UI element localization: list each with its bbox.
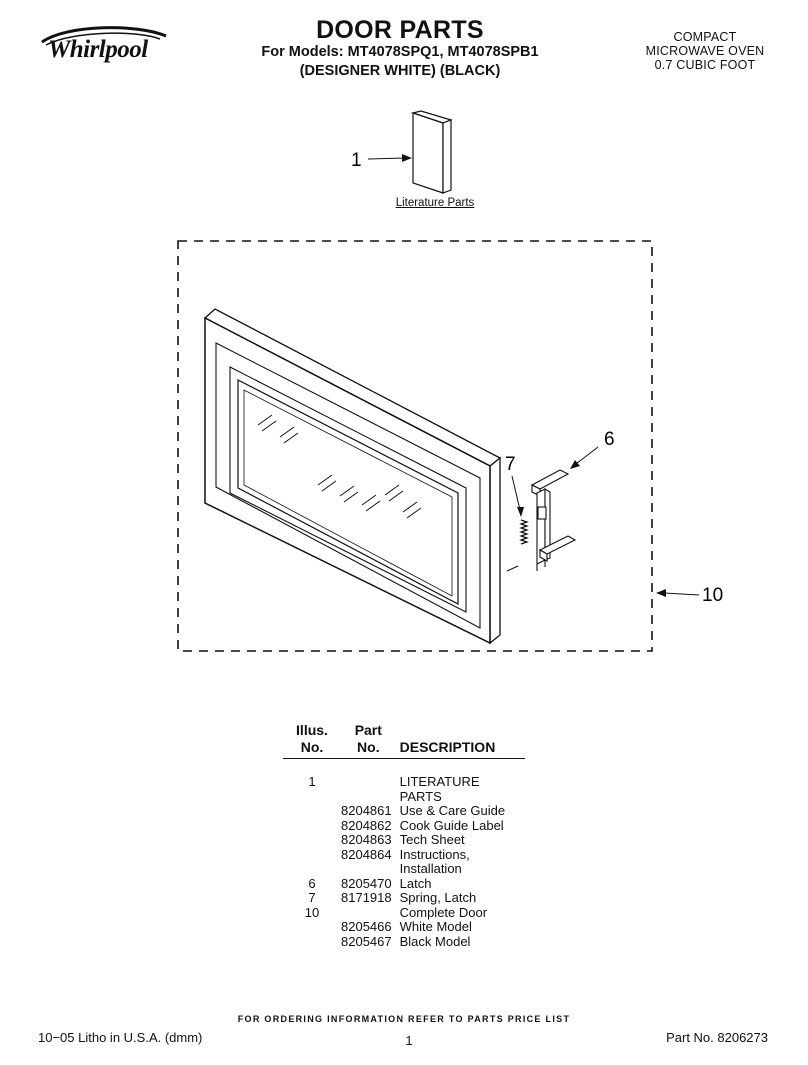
cell-part-no: 8205466 [341, 919, 392, 934]
cell-part-no: 8204862 [341, 817, 392, 833]
cell-illus-no [283, 804, 341, 819]
header-part-no: Part No. [341, 722, 396, 759]
cell-description: LITERATURE PARTS [399, 774, 480, 804]
cell-description: Complete Door [399, 904, 488, 920]
header-illus-line-2: No. [300, 739, 324, 755]
cell-part-no [341, 906, 396, 921]
product-line-1: COMPACT [673, 30, 737, 44]
header-description: DESCRIPTION [395, 722, 525, 759]
models-line-2: (DESIGNER WHITE) (BLACK) [299, 63, 501, 79]
leader-line-10 [656, 589, 700, 597]
cell-part-no: 8204861 [341, 803, 392, 818]
literature-parts-label: Literature Parts [395, 197, 475, 209]
assembly-boundary [177, 240, 653, 652]
cell-description: Instructions, [399, 846, 470, 862]
litho-info: 10−05 Litho in U.S.A. (dmm) [38, 1030, 203, 1045]
literature-booklet [410, 110, 453, 194]
cell-description: Latch [399, 875, 432, 891]
leader-line-1 [367, 154, 412, 162]
microwave-door [203, 308, 502, 645]
brand-name: Whirlpool [48, 36, 148, 63]
table-row: 6 8205470 Latch [283, 875, 525, 892]
product-line-2: MICROWAVE OVEN [645, 44, 765, 58]
cell-description: Tech Sheet [399, 832, 465, 847]
callout-6: 6 [604, 429, 615, 450]
page-title: DOOR PARTS [316, 16, 484, 44]
spring-dash [506, 565, 519, 572]
cell-part-no: 8204864 [341, 846, 392, 862]
cell-description: Spring, Latch [399, 890, 477, 905]
table-row: 8205467 Black Model [283, 933, 525, 950]
header-part-line-2: No. [357, 739, 380, 755]
door-latch [530, 469, 577, 571]
cell-part-no [341, 862, 396, 877]
cell-description: Black Model [399, 933, 471, 949]
table-row: 7 8171918 Spring, Latch [283, 890, 525, 906]
cell-part-no [341, 775, 396, 804]
leader-line-6 [570, 446, 599, 469]
cell-illus-no: 10 [304, 904, 320, 920]
cell-illus-no [283, 935, 341, 950]
cell-illus-no [283, 819, 341, 834]
cell-illus-no: 1 [308, 774, 316, 789]
product-description: COMPACT MICROWAVE OVEN 0.7 CUBIC FOOT [630, 30, 780, 72]
table-row: 10 Complete Door [283, 904, 525, 921]
cell-description: Cook Guide Label [399, 817, 504, 833]
callout-10: 10 [702, 585, 723, 606]
cell-part-no: 8204863 [341, 832, 392, 847]
cell-illus-no: 7 [308, 890, 316, 905]
document-part-number: Part No. 8206273 [666, 1030, 768, 1045]
latch-spring [519, 519, 529, 545]
cell-part-no: 8205470 [341, 875, 392, 891]
models-line-1: For Models: MT4078SPQ1, MT4078SPB1 [261, 44, 539, 60]
table-row: 8204863 Tech Sheet [283, 832, 525, 848]
glass-glare-marks [257, 414, 422, 519]
cell-description: Installation [399, 861, 462, 876]
exploded-parts-diagram: 1 6 [177, 110, 723, 652]
table-row: 8204862 Cook Guide Label [283, 817, 525, 834]
whirlpool-logo: Whirlpool [38, 22, 178, 72]
cell-illus-no [283, 833, 341, 848]
callout-7: 7 [505, 454, 516, 475]
cell-description: Use & Care Guide [399, 803, 506, 818]
parts-table: Illus. No. Part No. DESCRIPTION 1 LITERAT… [283, 722, 525, 949]
header-illus-no: Illus. No. [283, 722, 341, 759]
cell-illus-no: 6 [308, 875, 316, 891]
callout-1: 1 [351, 150, 362, 171]
header-illus-line-1: Illus. [296, 722, 328, 738]
cell-description: White Model [399, 919, 472, 934]
cell-illus-no [283, 848, 341, 863]
model-numbers: For Models: MT4078SPQ1, MT4078SPB1 (DESI… [230, 43, 570, 81]
cell-part-no: 8171918 [341, 890, 392, 905]
swirl-icon [41, 26, 167, 46]
table-row: 8204861 Use & Care Guide [283, 803, 525, 819]
cell-illus-no [283, 862, 341, 877]
page-number: 1 [405, 1033, 413, 1048]
table-header-row: Illus. No. Part No. DESCRIPTION [283, 722, 525, 759]
header-part-line-1: Part [354, 722, 382, 738]
table-row: 8204864 Instructions, [283, 846, 525, 863]
leader-line-7 [511, 475, 524, 517]
table-row: 1 LITERATURE PARTS [283, 774, 525, 804]
table-row: Installation [283, 861, 525, 877]
product-line-3: 0.7 CUBIC FOOT [654, 58, 756, 72]
ordering-note: FOR ORDERING INFORMATION REFER TO PARTS … [237, 1014, 571, 1024]
table-row: 8205466 White Model [283, 919, 525, 935]
cell-part-no: 8205467 [341, 933, 392, 949]
cell-illus-no [283, 920, 341, 935]
